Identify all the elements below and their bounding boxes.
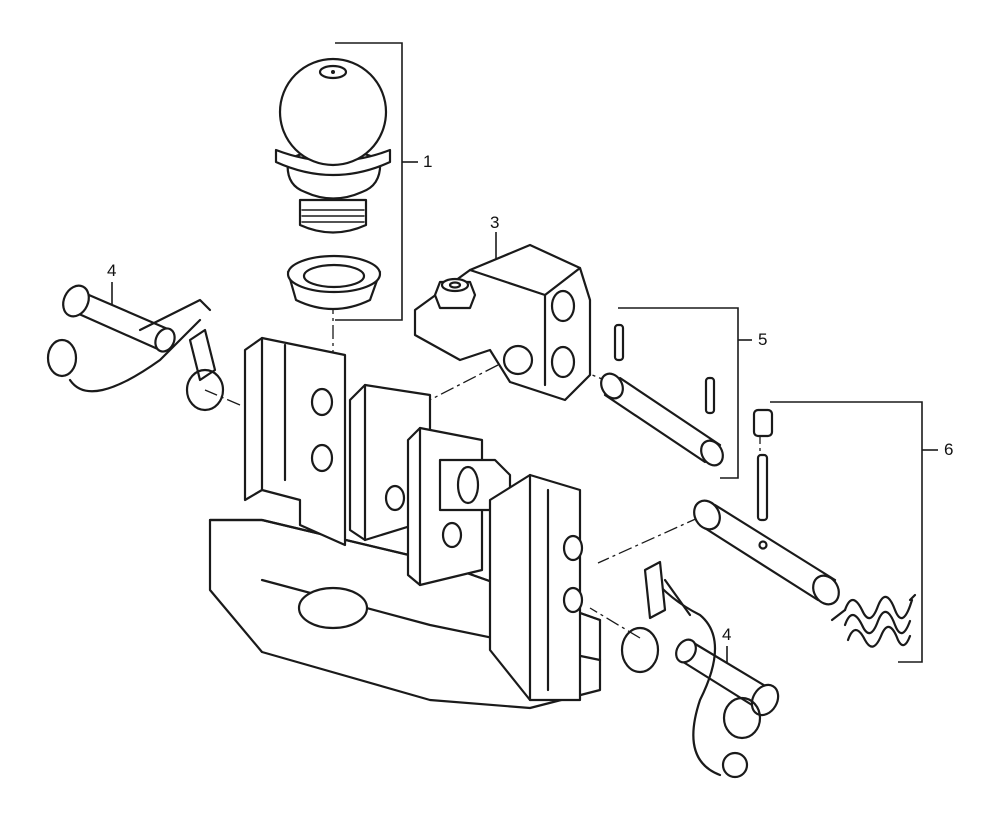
callout-leader-lines	[111, 42, 938, 685]
callout-1: 1	[422, 152, 434, 171]
upper-pin	[600, 323, 724, 467]
callout-6: 6	[943, 440, 955, 459]
callout-3: 3	[489, 213, 501, 232]
linch-pin-right	[620, 560, 780, 779]
ball-nut	[286, 254, 382, 310]
callout-5: 5	[757, 330, 769, 349]
lower-pin-assembly	[693, 408, 917, 648]
jaw-block	[413, 243, 592, 402]
callout-4-right: 4	[721, 625, 733, 644]
callout-4-left: 4	[106, 261, 118, 280]
coupling-ball	[274, 57, 392, 234]
linch-pin-left	[46, 284, 225, 412]
coupling-body	[208, 336, 602, 710]
